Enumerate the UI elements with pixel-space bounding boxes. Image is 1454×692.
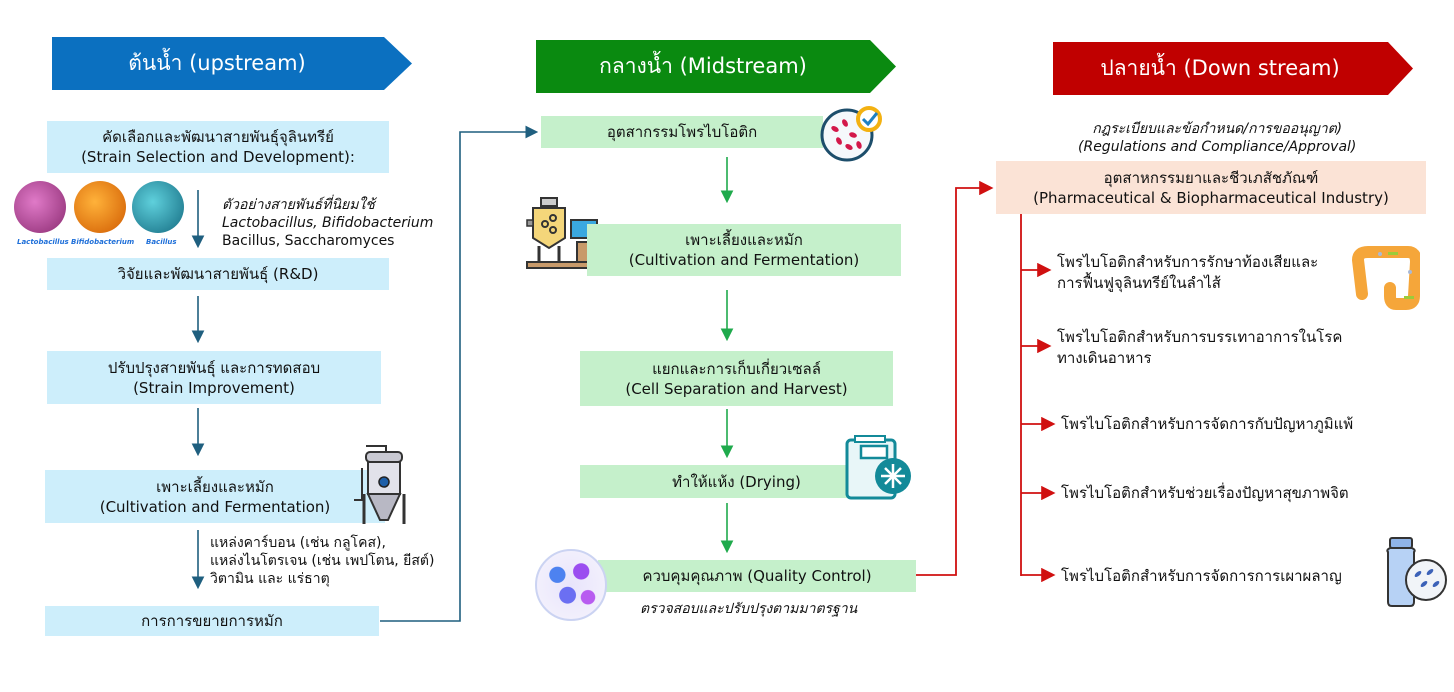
application-line: ทางเดินอาหาร <box>1057 349 1152 367</box>
step-en: (Cell Separation and Harvest) <box>625 379 848 398</box>
regulation-note: กฎระเบียบและข้อกำหนด/การขออนุญาต) (Regul… <box>1078 120 1356 156</box>
bifidobacterium-image <box>74 181 126 233</box>
step-th: เพาะเลี้ยงและหมัก <box>685 231 803 249</box>
upstream-step-cultivation: เพาะเลี้ยงและหมัก (Cultivation and Ferme… <box>45 470 385 523</box>
caption-bifidobacterium: Bifidobacterium <box>71 238 135 246</box>
freeze-dryer-icon <box>845 435 911 500</box>
caption-lactobacillus: Lactobacillus <box>17 238 69 246</box>
media-note: แหล่งคาร์บอน (เช่น กลูโคส), แหล่งไนโตรเจ… <box>210 534 434 588</box>
application-line: โพรไบโอติกสำหรับช่วยเรื่องปัญหาสุขภาพจิต <box>1061 484 1349 502</box>
midstream-step-cell-separation: แยกและการเก็บเกี่ยวเซลล์ (Cell Separatio… <box>580 351 893 406</box>
step-th: แยกและการเก็บเกี่ยวเซลล์ <box>652 359 821 378</box>
probiotic-bottle-icon <box>1386 537 1447 607</box>
step-th: วิจัยและพัฒนาสายพันธุ์ (R&D) <box>117 265 319 283</box>
microbe-network-icon <box>535 549 607 621</box>
step-en: (Cultivation and Fermentation) <box>628 251 860 269</box>
application-line: โพรไบโอติกสำหรับการรักษาท้องเสียและ <box>1057 253 1319 271</box>
note-line: Bacillus, Saccharomyces <box>222 233 395 249</box>
midstream-step-drying: ทำให้แห้ง (Drying) <box>580 465 893 498</box>
note-line: วิตามิน และ แร่ธาตุ <box>210 571 330 587</box>
midstream-title: กลางน้ำ (Midstream) <box>599 54 807 78</box>
arrow-mid-to-down <box>916 180 994 576</box>
midstream-step-cultivation: เพาะเลี้ยงและหมัก (Cultivation and Ferme… <box>587 224 901 276</box>
step-en: (Strain Selection and Development): <box>81 148 355 166</box>
fermenter-tank-icon <box>354 445 406 524</box>
bacteria-petri-check-icon <box>820 106 882 162</box>
application-line: การฟื้นฟูจุลินทรีย์ในลำไส้ <box>1057 274 1221 292</box>
midstream-step-probiotic-industry: อุตสากรรมโพรไบโอติก <box>541 116 823 148</box>
application-mental-health: โพรไบโอติกสำหรับช่วยเรื่องปัญหาสุขภาพจิต <box>1061 483 1349 504</box>
downstream-banner: ปลายน้ำ (Down stream) <box>1053 42 1413 95</box>
downstream-industry: อุตสาหกรรมยาและชีวเภสัชภัณฑ์ (Pharmaceut… <box>996 161 1426 214</box>
step-th: ควบคุมคุณภาพ (Quality Control) <box>642 567 872 585</box>
industry-th: อุตสาหกรรมยาและชีวเภสัชภัณฑ์ <box>1103 168 1319 187</box>
upstream-step-rnd: วิจัยและพัฒนาสายพันธุ์ (R&D) <box>47 258 389 290</box>
downstream-title: ปลายน้ำ (Down stream) <box>1100 56 1340 80</box>
caption-bacillus: Bacillus <box>146 238 177 246</box>
step-en: (Strain Improvement) <box>133 378 295 397</box>
step-th: อุตสากรรมโพรไบโอติก <box>606 123 758 141</box>
step-th: การการขยายการหมัก <box>141 612 283 630</box>
application-allergy: โพรไบโอติกสำหรับการจัดการกับปัญหาภูมิแพ้ <box>1061 414 1353 435</box>
midstream-banner: กลางน้ำ (Midstream) <box>536 40 896 93</box>
application-line: โพรไบโอติกสำหรับการจัดการกับปัญหาภูมิแพ้ <box>1061 415 1354 433</box>
application-line: โพรไบโอติกสำหรับการจัดการการเผาผลาญ <box>1061 567 1342 585</box>
application-diarrhea: โพรไบโอติกสำหรับการรักษาท้องเสียและ การฟ… <box>1057 252 1318 294</box>
step-th: เพาะเลี้ยงและหมัก <box>156 477 274 496</box>
note-line: กฎระเบียบและข้อกำหนด/การขออนุญาต) <box>1092 121 1343 137</box>
upstream-title: ต้นน้ำ (upstream) <box>128 51 306 75</box>
step-th: ทำให้แห้ง (Drying) <box>672 472 801 491</box>
arrow-up-to-mid <box>380 125 539 622</box>
step-th: ปรับปรุงสายพันธุ์ และการทดสอบ <box>107 358 321 377</box>
lactobacillus-image <box>14 181 66 233</box>
qc-note: ตรวจสอบและปรับปรุงตามมาตรฐาน <box>640 601 858 617</box>
step-th: คัดเลือกและพัฒนาสายพันธุ์จุลินทรีย์ <box>102 128 334 146</box>
application-line: โพรไบโอติกสำหรับการบรรเทาอาการในโรค <box>1057 328 1343 346</box>
upstream-step-strain-selection: คัดเลือกและพัฒนาสายพันธุ์จุลินทรีย์ (Str… <box>47 121 389 173</box>
step-en: (Cultivation and Fermentation) <box>99 497 331 516</box>
note-line: (Regulations and Compliance/Approval) <box>1078 139 1357 155</box>
upstream-step-strain-improvement: ปรับปรุงสายพันธุ์ และการทดสอบ (Strain Im… <box>47 351 381 404</box>
upstream-step-scale-up: การการขยายการหมัก <box>45 606 379 636</box>
intestine-icon <box>1351 246 1420 310</box>
application-metabolism: โพรไบโอติกสำหรับการจัดการการเผาผลาญ <box>1061 566 1342 587</box>
strain-examples-note: ตัวอย่างสายพันธ์ที่นิยมใช้ Lactobacillus… <box>222 196 433 250</box>
note-line: Lactobacillus, Bifidobacterium <box>222 215 434 231</box>
application-gi-disease: โพรไบโอติกสำหรับการบรรเทาอาการในโรค ทางเ… <box>1057 327 1342 369</box>
upstream-banner: ต้นน้ำ (upstream) <box>52 37 412 90</box>
midstream-step-quality-control: ควบคุมคุณภาพ (Quality Control) <box>598 560 916 592</box>
bacillus-image <box>132 181 184 233</box>
note-line: ตัวอย่างสายพันธ์ที่นิยมใช้ <box>222 197 375 213</box>
note-line: แหล่งคาร์บอน (เช่น กลูโคส), <box>210 535 386 551</box>
note-line: แหล่งไนโตรเจน (เช่น เพปโตน, ยีสต์) <box>210 553 435 569</box>
industry-en: (Pharmaceutical & Biopharmaceutical Indu… <box>1033 188 1389 207</box>
